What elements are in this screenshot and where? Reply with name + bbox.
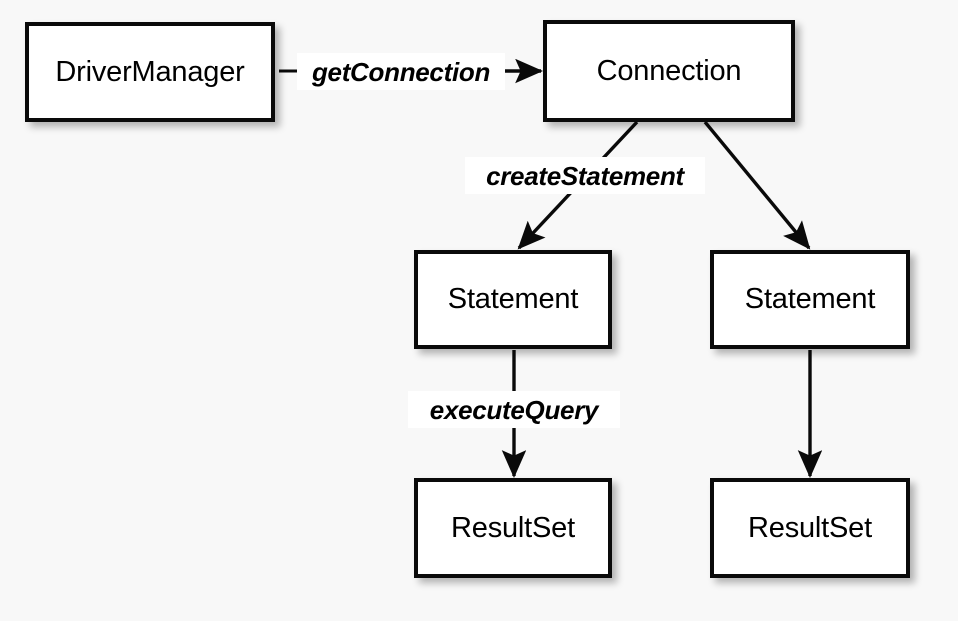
edge-label-createstatement: createStatement	[465, 157, 705, 194]
node-resultset-right[interactable]: ResultSet	[710, 478, 910, 578]
node-label-statement-right: Statement	[744, 283, 876, 315]
edge-label-getconnection: getConnection	[297, 53, 505, 90]
node-statement-left[interactable]: Statement	[414, 250, 612, 349]
node-label-connection: Connection	[596, 54, 742, 87]
node-label-driver-manager: DriverManager	[55, 55, 245, 88]
node-label-resultset-left: ResultSet	[451, 511, 575, 544]
edge-label-executequery: executeQuery	[408, 391, 620, 428]
node-resultset-left[interactable]: ResultSet	[414, 478, 612, 578]
edge-line-createstatement-right	[703, 120, 811, 250]
node-label-resultset-right: ResultSet	[748, 511, 872, 544]
node-statement-right[interactable]: Statement	[710, 250, 910, 349]
node-connection[interactable]: Connection	[543, 20, 795, 122]
node-label-statement-left: Statement	[447, 283, 579, 315]
node-driver-manager[interactable]: DriverManager	[25, 22, 275, 122]
